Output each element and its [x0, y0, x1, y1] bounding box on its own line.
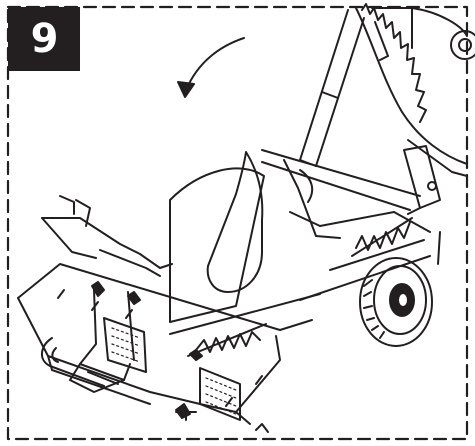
- base-tube: [41, 337, 269, 433]
- log-rest-plate: [169, 151, 341, 323]
- dashed-frame: [6, 5, 469, 441]
- foot-pedal: [69, 281, 203, 419]
- rotation-arrow-icon: [177, 37, 245, 98]
- tilting-arm: [299, 9, 389, 167]
- tension-spring: [187, 217, 413, 357]
- log-cradle: [41, 195, 173, 277]
- saw-blade: [355, 3, 475, 177]
- step-number-badge: 9: [8, 7, 80, 71]
- transport-wheel: [359, 257, 433, 347]
- step-number: 9: [30, 16, 59, 62]
